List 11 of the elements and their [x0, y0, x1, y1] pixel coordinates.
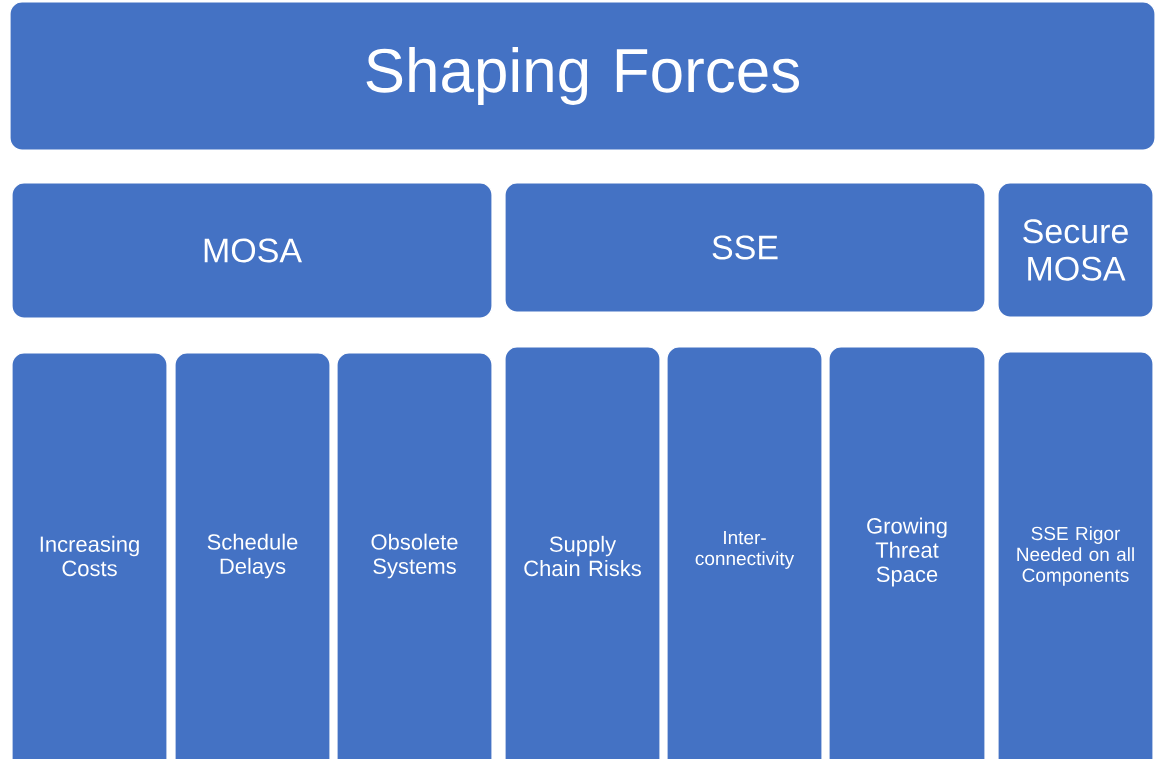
- title-box: Shaping Forces: [9, 1, 1156, 151]
- item-box: Growing Threat Space: [828, 346, 986, 759]
- category-box: MOSA: [11, 182, 493, 319]
- item-box: Obsolete Systems: [336, 352, 493, 759]
- item-box: Schedule Delays: [174, 352, 331, 759]
- category-box: Secure MOSA: [997, 182, 1154, 318]
- category-box: SSE: [504, 182, 986, 313]
- item-box: SSE Rigor Needed on all Components: [997, 351, 1154, 759]
- item-box: Increasing Costs: [11, 352, 168, 759]
- item-box: Supply Chain Risks: [504, 346, 661, 759]
- item-box: Inter-connectivity: [666, 346, 823, 759]
